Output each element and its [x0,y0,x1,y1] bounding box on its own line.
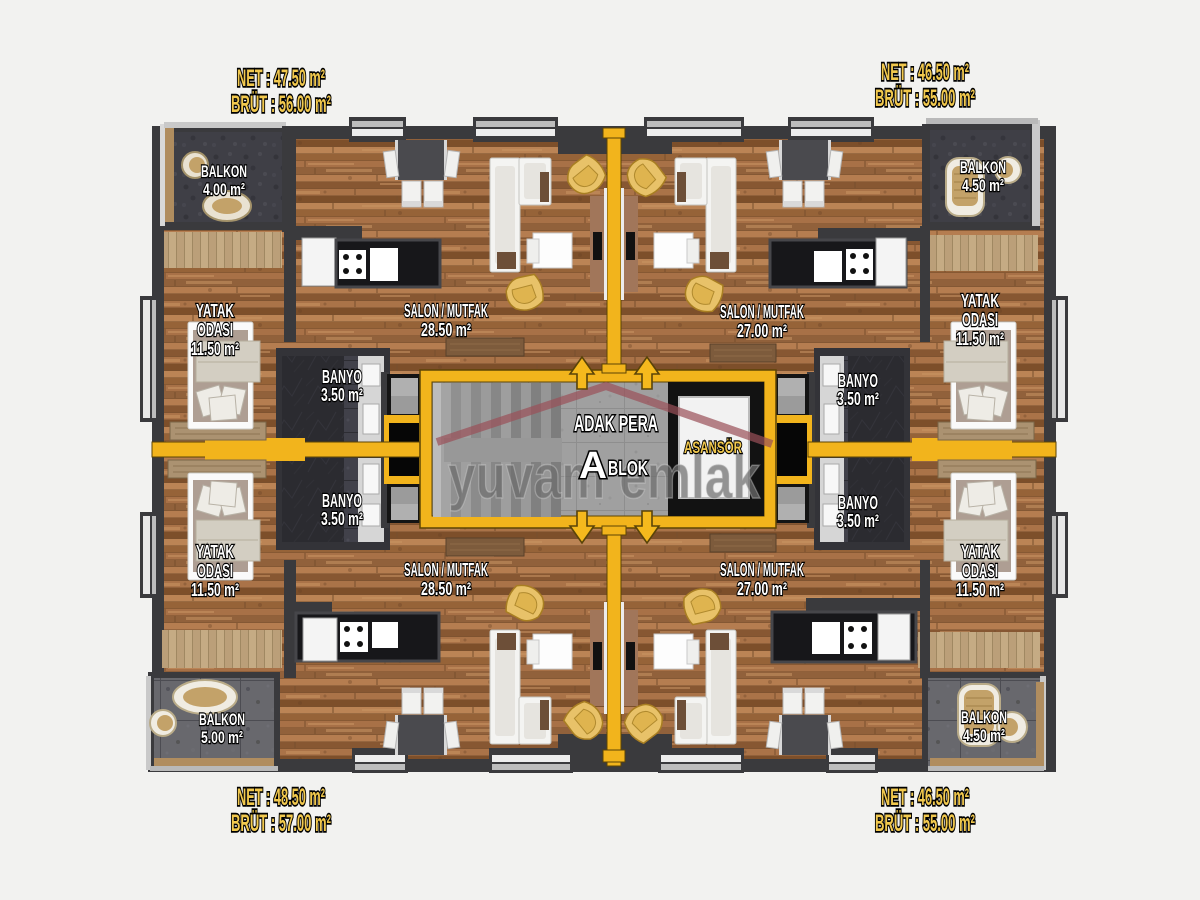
svg-text:SALON / MUTFAK: SALON / MUTFAK [720,302,804,322]
svg-text:BALKON: BALKON [961,708,1007,727]
svg-text:ODASI: ODASI [962,310,998,330]
svg-text:ODASI: ODASI [197,561,233,581]
svg-text:28.50 m²: 28.50 m² [421,579,471,599]
svg-text:BALKON: BALKON [201,162,247,181]
svg-text:BANYO: BANYO [322,491,362,511]
svg-text:3.50 m²: 3.50 m² [837,389,879,409]
svg-text:3.50 m²: 3.50 m² [837,511,879,531]
svg-text:YATAK: YATAK [196,542,234,562]
svg-text:BRÜT : 55.00 m²: BRÜT : 55.00 m² [875,85,975,112]
svg-text:ODASI: ODASI [962,561,998,581]
svg-text:SALON / MUTFAK: SALON / MUTFAK [404,301,488,321]
svg-text:NET : 47.50 m²: NET : 47.50 m² [237,65,325,92]
svg-text:NET : 46.50 m²: NET : 46.50 m² [881,784,969,811]
svg-text:27.00 m²: 27.00 m² [737,321,787,341]
svg-text:ASANSÖR: ASANSÖR [684,438,742,457]
svg-text:11.50 m²: 11.50 m² [191,339,239,359]
svg-text:4.00 m²: 4.00 m² [203,180,245,199]
svg-text:11.50 m²: 11.50 m² [956,329,1004,349]
svg-text:BRÜT : 56.00 m²: BRÜT : 56.00 m² [231,91,331,118]
svg-text:BANYO: BANYO [838,493,878,513]
svg-text:ADAK PERA: ADAK PERA [574,411,658,436]
svg-text:11.50 m²: 11.50 m² [191,580,239,600]
svg-text:YATAK: YATAK [961,542,999,562]
svg-text:SALON / MUTFAK: SALON / MUTFAK [720,560,804,580]
svg-text:27.00 m²: 27.00 m² [737,579,787,599]
svg-text:BALKON: BALKON [960,158,1006,177]
svg-text:YATAK: YATAK [196,301,234,321]
svg-text:YATAK: YATAK [961,291,999,311]
svg-text:3.50 m²: 3.50 m² [321,509,363,529]
svg-text:yuvam emlak: yuvam emlak [448,443,760,512]
svg-text:NET : 46.50 m²: NET : 46.50 m² [881,59,969,86]
svg-text:28.50 m²: 28.50 m² [421,320,471,340]
svg-text:BRÜT : 55.00 m²: BRÜT : 55.00 m² [875,810,975,837]
svg-text:SALON / MUTFAK: SALON / MUTFAK [404,560,488,580]
svg-text:BANYO: BANYO [322,367,362,387]
svg-text:4.50 m²: 4.50 m² [962,176,1004,195]
svg-text:A: A [579,445,607,487]
svg-text:4.50 m²: 4.50 m² [963,726,1005,745]
svg-text:NET : 48.50 m²: NET : 48.50 m² [237,784,325,811]
svg-text:5.00 m²: 5.00 m² [201,728,243,747]
svg-text:BLOK: BLOK [608,458,648,480]
svg-text:11.50 m²: 11.50 m² [956,580,1004,600]
svg-text:BANYO: BANYO [838,371,878,391]
svg-text:BALKON: BALKON [199,710,245,729]
svg-text:BRÜT : 57.00 m²: BRÜT : 57.00 m² [231,810,331,837]
svg-text:3.50 m²: 3.50 m² [321,385,363,405]
svg-text:ODASI: ODASI [197,320,233,340]
